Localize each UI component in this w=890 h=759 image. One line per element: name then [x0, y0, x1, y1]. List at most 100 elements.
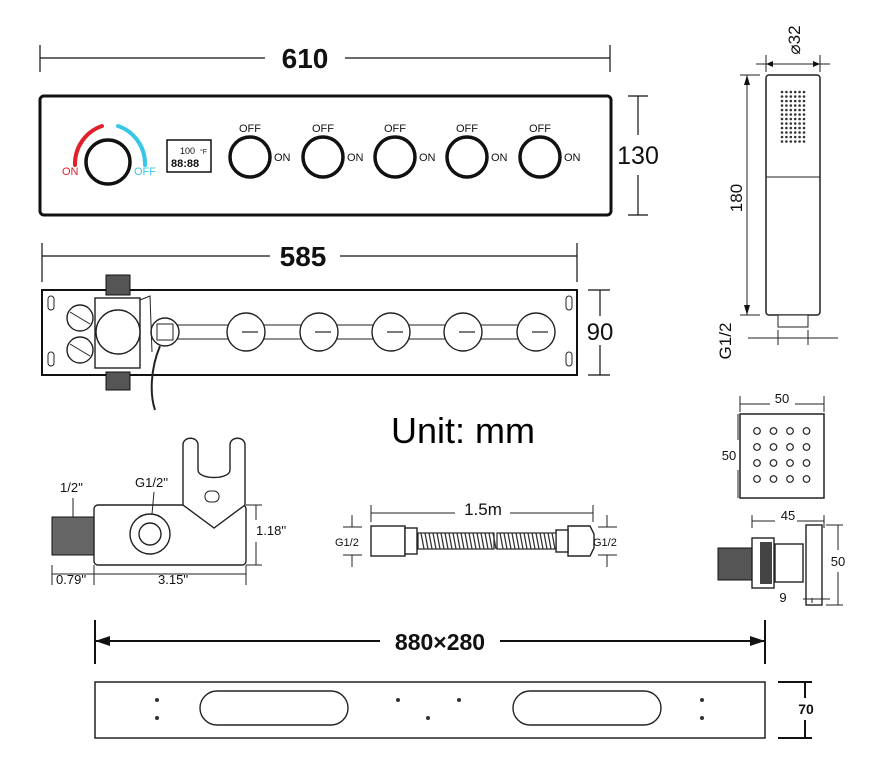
nozzle-dot [785, 95, 788, 98]
hose-coil-ring [511, 532, 516, 550]
hose-coil-ring [480, 532, 485, 550]
nozzle-dot [802, 104, 806, 107]
valve-body-height-dimension [588, 289, 610, 376]
hose-coil-ring [428, 532, 433, 550]
hose-coil-ring [448, 532, 453, 550]
nozzle-dot [793, 95, 797, 98]
nozzle-dot [798, 90, 801, 94]
nozzle-dot [802, 126, 806, 130]
nozzle-dot [793, 90, 797, 94]
hose-coil-ring [523, 532, 528, 550]
nozzle-dot [789, 95, 793, 98]
jet-nozzle [786, 427, 794, 435]
jet-nozzle [769, 427, 778, 435]
nozzle-dot [785, 122, 788, 125]
hose-coil-ring [488, 532, 493, 550]
nozzle-dot [802, 135, 806, 139]
jet-nozzle [753, 475, 761, 483]
nozzle-dot [798, 95, 801, 98]
valve-body-width-dimension [41, 243, 578, 282]
nozzle-dot [793, 117, 797, 121]
hose-coil-ring [472, 532, 477, 550]
valve-on-label: ON [347, 152, 364, 164]
nozzle-dot [780, 108, 784, 112]
jet-nozzle [802, 443, 811, 451]
nozzle-dot [802, 140, 806, 143]
hose-coil-ring [476, 532, 481, 550]
panel-height-label: 130 [617, 142, 659, 170]
nozzle-dot [802, 113, 806, 116]
valve-off-label: OFF [456, 123, 478, 135]
nozzle-dot [798, 108, 801, 112]
jet-nozzle [769, 443, 778, 451]
hose-coil-ring [444, 532, 449, 550]
valve-off-label: OFF [239, 123, 261, 135]
nozzle-dot [785, 90, 788, 94]
nozzle-dot [789, 122, 793, 125]
nozzle-dot [780, 95, 784, 98]
overhead-width-dimension [94, 620, 766, 664]
valve-off-label: OFF [384, 123, 406, 135]
valve-off-label: OFF [312, 123, 334, 135]
valve-cartridges [226, 312, 556, 352]
nozzle-dot [780, 131, 784, 134]
hose-coil-ring [539, 532, 544, 550]
nozzle-dot [793, 113, 797, 116]
valve-body-height-label: 90 [587, 319, 614, 346]
nozzle-dot [793, 99, 797, 103]
nozzle-dot [789, 140, 793, 143]
nozzle-dot [802, 108, 806, 112]
nozzle-dot [780, 113, 784, 116]
display-time: 88:88 [171, 158, 199, 170]
jet-nozzle [802, 475, 811, 483]
nozzle-dot [789, 104, 793, 107]
body-jet-front-height-label: 50 [722, 448, 736, 463]
nozzle-dot [798, 131, 801, 134]
nozzle-dot [793, 126, 797, 130]
nozzle-dot [785, 126, 788, 130]
hose-left-thread-label: G1/2 [335, 537, 359, 549]
nozzle-dot [802, 122, 806, 125]
thermostat-cold-arc [116, 124, 148, 167]
hose-coils [417, 532, 557, 550]
nozzle-dot [789, 135, 793, 139]
overhead-size-label: 880×280 [395, 629, 485, 655]
nozzle-dot [798, 113, 801, 116]
overhead-thickness-label: 70 [798, 701, 814, 717]
hand-shower-thread-label: G1/2 [716, 323, 735, 360]
nozzle-dot [802, 99, 806, 103]
nozzle-dot [798, 117, 801, 121]
nozzle-dot [780, 135, 784, 139]
unit-label: Unit: mm [391, 410, 535, 451]
hose-length-label: 1.5m [464, 500, 502, 519]
nozzle-dot [798, 140, 801, 143]
hose-coil-ring [484, 532, 489, 550]
nozzle-dot [789, 131, 793, 134]
lcd-display: 100 °F 88:88 [166, 139, 212, 173]
nozzle-dot [785, 131, 788, 134]
hand-shower-diameter-label: ⌀32 [785, 25, 804, 54]
nozzle-dot [780, 117, 784, 121]
nozzle-dot [780, 99, 784, 103]
nozzle-dot [793, 135, 797, 139]
jet-nozzle [753, 459, 761, 467]
hose-coil-ring [515, 532, 520, 550]
jet-nozzle [769, 459, 778, 467]
hose-coil-ring [519, 532, 524, 550]
display-temp: 100 [180, 146, 195, 156]
hand-shower [740, 55, 838, 345]
valve-on-label: ON [491, 152, 508, 164]
jet-nozzle [786, 459, 794, 467]
body-jet-side-width-label: 45 [781, 508, 795, 523]
hose-coil-ring [424, 532, 429, 550]
shower-holder [51, 437, 262, 585]
body-jet-side-depth-label: 9 [779, 590, 786, 605]
body-jet-nozzles [753, 427, 811, 483]
shower-hose [343, 505, 617, 567]
holder-long-length-label: 3.15'' [158, 572, 188, 587]
nozzle-dot [793, 131, 797, 134]
hose-coil-ring [440, 532, 445, 550]
valve-knob [373, 135, 417, 179]
hose-coil-ring [531, 532, 536, 550]
panel-width-dimension [39, 45, 611, 72]
